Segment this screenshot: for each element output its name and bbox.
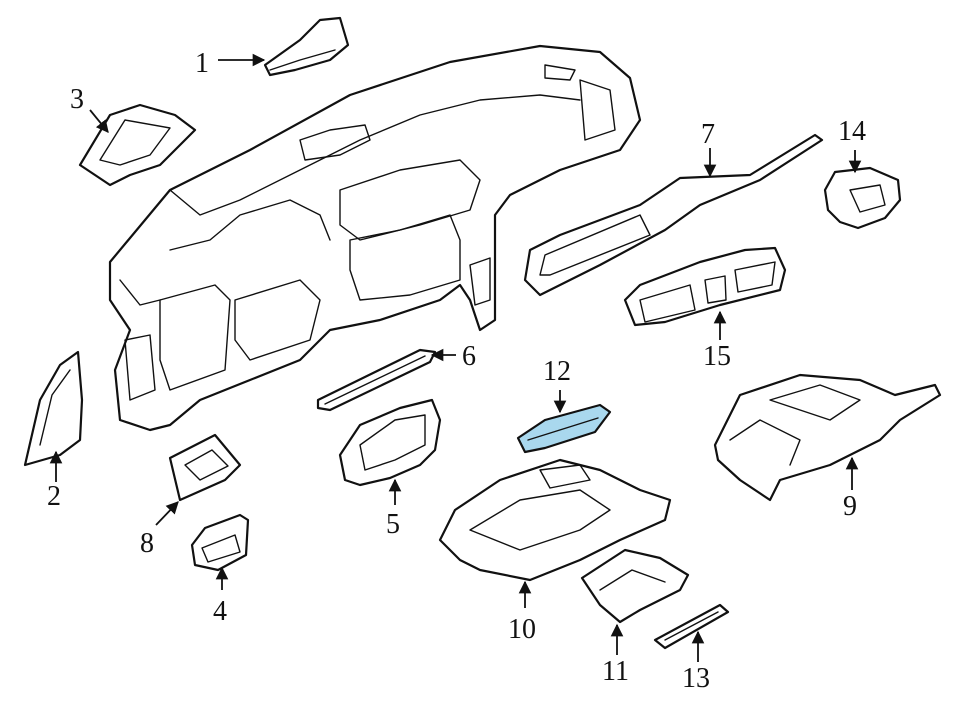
part-15-center-vent [623,246,787,327]
callout-10: 10 [508,614,536,645]
part-5-cluster-hood [338,398,442,487]
part-4-small-bezel [190,513,250,572]
part-9-glove-box [713,373,942,502]
leader-lines [49,53,862,662]
part-7-dash-trim [523,133,824,297]
part-12-highlighted-trim [516,403,612,454]
callout-6: 6 [462,341,476,372]
callout-7: 7 [701,119,715,150]
callout-1: 1 [195,48,209,79]
part-14-side-vent [823,166,902,230]
part-1-upper-cover [263,16,350,77]
callout-12: 12 [543,356,571,387]
part-6-trim-strip [316,348,437,412]
callout-11: 11 [602,656,629,687]
callout-5: 5 [386,509,400,540]
part-3-trim-bezel [78,103,197,187]
callout-2: 2 [47,481,61,512]
part-13-trim-piece [653,603,730,650]
instrument-panel [108,44,642,432]
part-11-bracket [580,548,690,624]
part-8-switch-bezel [168,433,242,502]
callout-3: 3 [70,84,84,115]
part-10-lower-carrier [438,458,672,582]
callout-15: 15 [703,341,731,372]
callout-4: 4 [213,596,227,627]
callout-8: 8 [140,528,154,559]
part-2-side-panel [23,350,84,467]
callout-14: 14 [838,116,866,147]
callouts: 1 2 3 4 5 6 7 8 9 10 11 12 13 14 15 [47,48,866,694]
callout-13: 13 [682,663,710,694]
callout-9: 9 [843,491,857,522]
